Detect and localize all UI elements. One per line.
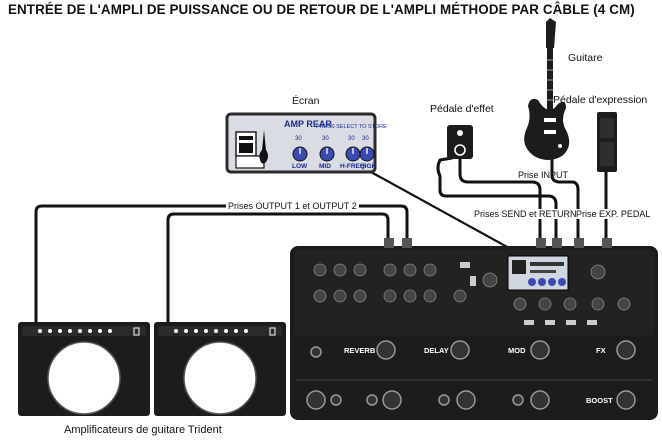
footswitch-mod xyxy=(530,340,550,360)
footswitch-label-fx: FX xyxy=(596,346,606,355)
effect-pedal-label: Pédale d'effet xyxy=(430,103,494,115)
amplifier-1 xyxy=(18,322,150,416)
diagram-title: ENTRÉE DE L'AMPLI DE PUISSANCE OU DE RET… xyxy=(8,2,635,17)
screen-heading: AMP REAR xyxy=(284,119,332,129)
footswitch-label-reverb: REVERB xyxy=(344,346,376,355)
screen-pointer xyxy=(359,165,521,255)
effect-send-cable xyxy=(458,156,542,242)
footswitch-fx xyxy=(616,340,636,360)
footswitch-label-boost: BOOST xyxy=(586,396,613,405)
effect-pedal xyxy=(447,125,473,159)
send-return-label: Prises SEND et RETURN xyxy=(474,209,577,219)
screen-knob-value-mid: 30 xyxy=(322,136,329,142)
guitar-cable xyxy=(550,158,580,242)
amplifier-2 xyxy=(154,322,286,416)
screen-knob-label-high: HIGH xyxy=(360,163,377,170)
exp-pedal-jack-label: Prise EXP. PEDAL xyxy=(576,209,651,219)
screen-callout xyxy=(225,112,377,174)
expression-pedal-label: Pédale d'expression xyxy=(553,94,648,106)
effect-return-cable xyxy=(436,156,558,242)
output-cable-1 xyxy=(34,204,409,324)
screen-knob-label-mid: MID xyxy=(319,163,331,170)
screen-knob-value-hfreq: 30 xyxy=(348,136,355,142)
output-cable-2 xyxy=(166,212,390,324)
input-jack-label: Prise INPUT xyxy=(518,170,569,180)
screen-knob-value-low: 30 xyxy=(295,136,302,142)
cables xyxy=(34,156,608,324)
guitar-label: Guitare xyxy=(568,52,603,64)
amplifiers-label: Amplificateurs de guitare Trident xyxy=(64,424,222,436)
outputs-label: Prises OUTPUT 1 et OUTPUT 2 xyxy=(226,201,359,211)
multi-effects-device xyxy=(290,238,658,420)
footswitch-label-mod: MOD xyxy=(508,346,526,355)
footswitch-boost xyxy=(616,390,636,410)
screen-label: Écran xyxy=(292,95,320,107)
footswitch-delay xyxy=(450,340,470,360)
footswitch-reverb xyxy=(376,340,396,360)
screen-knob-label-low: LOW xyxy=(292,163,308,170)
footswitch-label-delay: DELAY xyxy=(424,346,449,355)
screen-hint: PRESS SELECT TO STORE xyxy=(316,124,387,130)
screen-knob-label-hfreq: H-FREQ xyxy=(340,163,365,170)
screen-knob-value-high: 30 xyxy=(362,136,369,142)
expression-pedal xyxy=(597,112,617,172)
guitar xyxy=(524,18,570,160)
